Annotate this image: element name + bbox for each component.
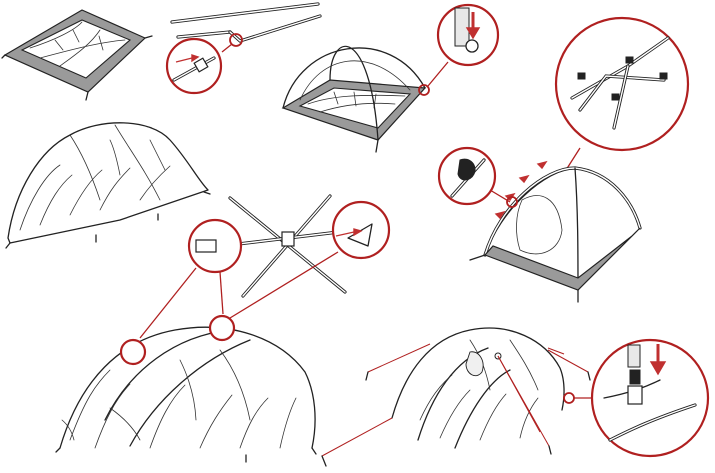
stake-icon: [321, 371, 591, 467]
step-rainfly-flat: [5, 122, 211, 249]
step-flat-inner-tent: [1, 9, 153, 101]
down-arrow-icon: [649, 344, 667, 376]
step-assemble-poles: [165, 2, 322, 95]
step-guy-out: [321, 327, 710, 467]
callout-fly-top: [208, 314, 236, 342]
clip-direction-arrows: [494, 160, 548, 220]
buckle-icon: [457, 158, 476, 181]
insert-arrow-icon: [175, 54, 200, 63]
clip-icon: [577, 56, 668, 101]
callout-buckle-tension: [590, 338, 710, 458]
guy-lines: [321, 343, 589, 457]
down-arrow-icon: [465, 12, 481, 40]
step-clip-inner: [437, 16, 690, 303]
callout-fly-left: [119, 338, 147, 366]
callout-pole-joint: [165, 37, 223, 95]
step-rainfly-draped: [55, 314, 317, 463]
step-insert-poles: [281, 3, 500, 153]
corner-stake-icon: [85, 91, 89, 101]
step-cross-poles: [139, 194, 391, 339]
callout-pole-hub: [554, 16, 690, 152]
